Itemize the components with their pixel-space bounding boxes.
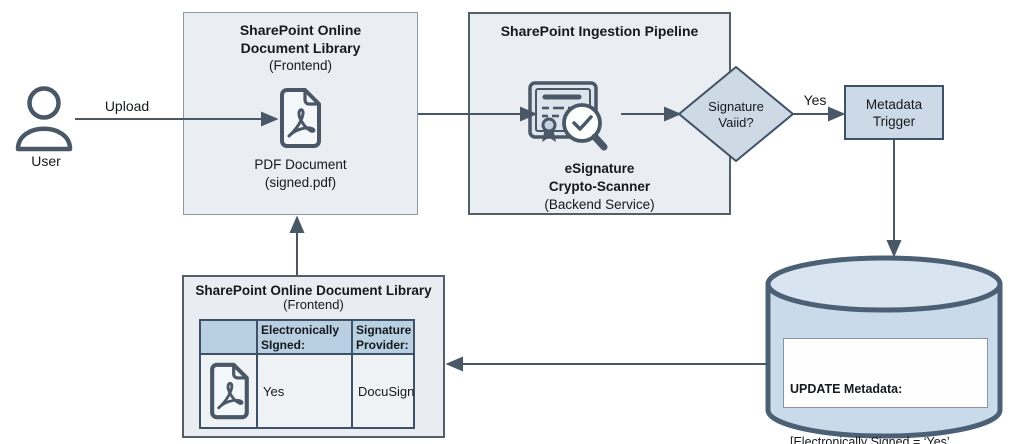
- yes-edge-label: Yes: [803, 92, 827, 108]
- upload-edge-label: Upload: [104, 98, 150, 114]
- trigger-line1: Metadata: [865, 96, 923, 112]
- update-note-line1: [Electronically Signed = ‘Yes’,: [790, 434, 954, 444]
- table-header-empty: [201, 321, 258, 355]
- frontend-library-title: SharePoint Online Document Library: [184, 13, 417, 57]
- table-header-provider: Signature Provider:: [353, 321, 413, 355]
- user-label: User: [31, 153, 61, 169]
- metadata-trigger-node: Metadata Trigger: [844, 85, 944, 140]
- yes-arrow: [793, 106, 846, 122]
- pdf-document-icon: [209, 362, 249, 420]
- frontend-library-subtitle: (Frontend): [268, 58, 333, 73]
- magnifier-handle: [591, 133, 608, 151]
- result-title: SharePoint Online Document Library: [195, 283, 432, 298]
- scanner-caption-line3: (Backend Service): [544, 197, 655, 212]
- ribbon-seal: [541, 117, 557, 133]
- scanner-caption-line1: eSignature: [564, 161, 635, 176]
- frontend-title-line1: SharePoint Online: [239, 22, 362, 38]
- update-note-title: UPDATE Metadata:: [790, 382, 903, 396]
- table-cell-signed: Yes: [258, 355, 353, 427]
- trigger-to-db-arrow: [886, 140, 902, 258]
- pdf-caption-line2: (signed.pdf): [264, 175, 337, 190]
- pdf-document-icon: [280, 88, 321, 148]
- certificate-scanner-icon: [528, 81, 608, 151]
- frontend-title-line2: Document Library: [240, 40, 361, 56]
- pdf-caption-line1: PDF Document: [254, 157, 347, 172]
- magnifier-lens: [562, 103, 602, 143]
- decision-label: Signature Vaiid?: [688, 99, 784, 131]
- scanner-caption: eSignature Crypto-Scanner (Backend Servi…: [470, 160, 729, 214]
- scanner-caption-line2: Crypto-Scanner: [548, 179, 651, 194]
- result-library-box: SharePoint Online Document Library (Fron…: [182, 275, 445, 438]
- trigger-line2: Trigger: [872, 113, 916, 129]
- db-update-arrow: [445, 356, 768, 372]
- pdf-document-caption: PDF Document (signed.pdf): [184, 156, 417, 192]
- metadata-table: Electronically SIgned: Signature Provide…: [199, 319, 415, 429]
- result-subtitle: (Frontend): [283, 297, 344, 312]
- pipeline-title: SharePoint Ingestion Pipeline: [500, 23, 699, 39]
- table-cell-pdf: [201, 355, 258, 427]
- table-cell-provider: DocuSign: [358, 383, 415, 399]
- refresh-library-arrow: [289, 215, 305, 275]
- decision-line2: Vaiid?: [718, 115, 754, 130]
- frontend-library-box: SharePoint Online Document Library (Fron…: [183, 12, 418, 215]
- table-header-signed: Electronically SIgned:: [258, 321, 353, 355]
- decision-line1: Signature: [708, 99, 764, 114]
- update-metadata-note: UPDATE Metadata: [Electronically Signed …: [783, 338, 988, 444]
- user-icon: [15, 86, 73, 152]
- check-mark: [572, 115, 593, 131]
